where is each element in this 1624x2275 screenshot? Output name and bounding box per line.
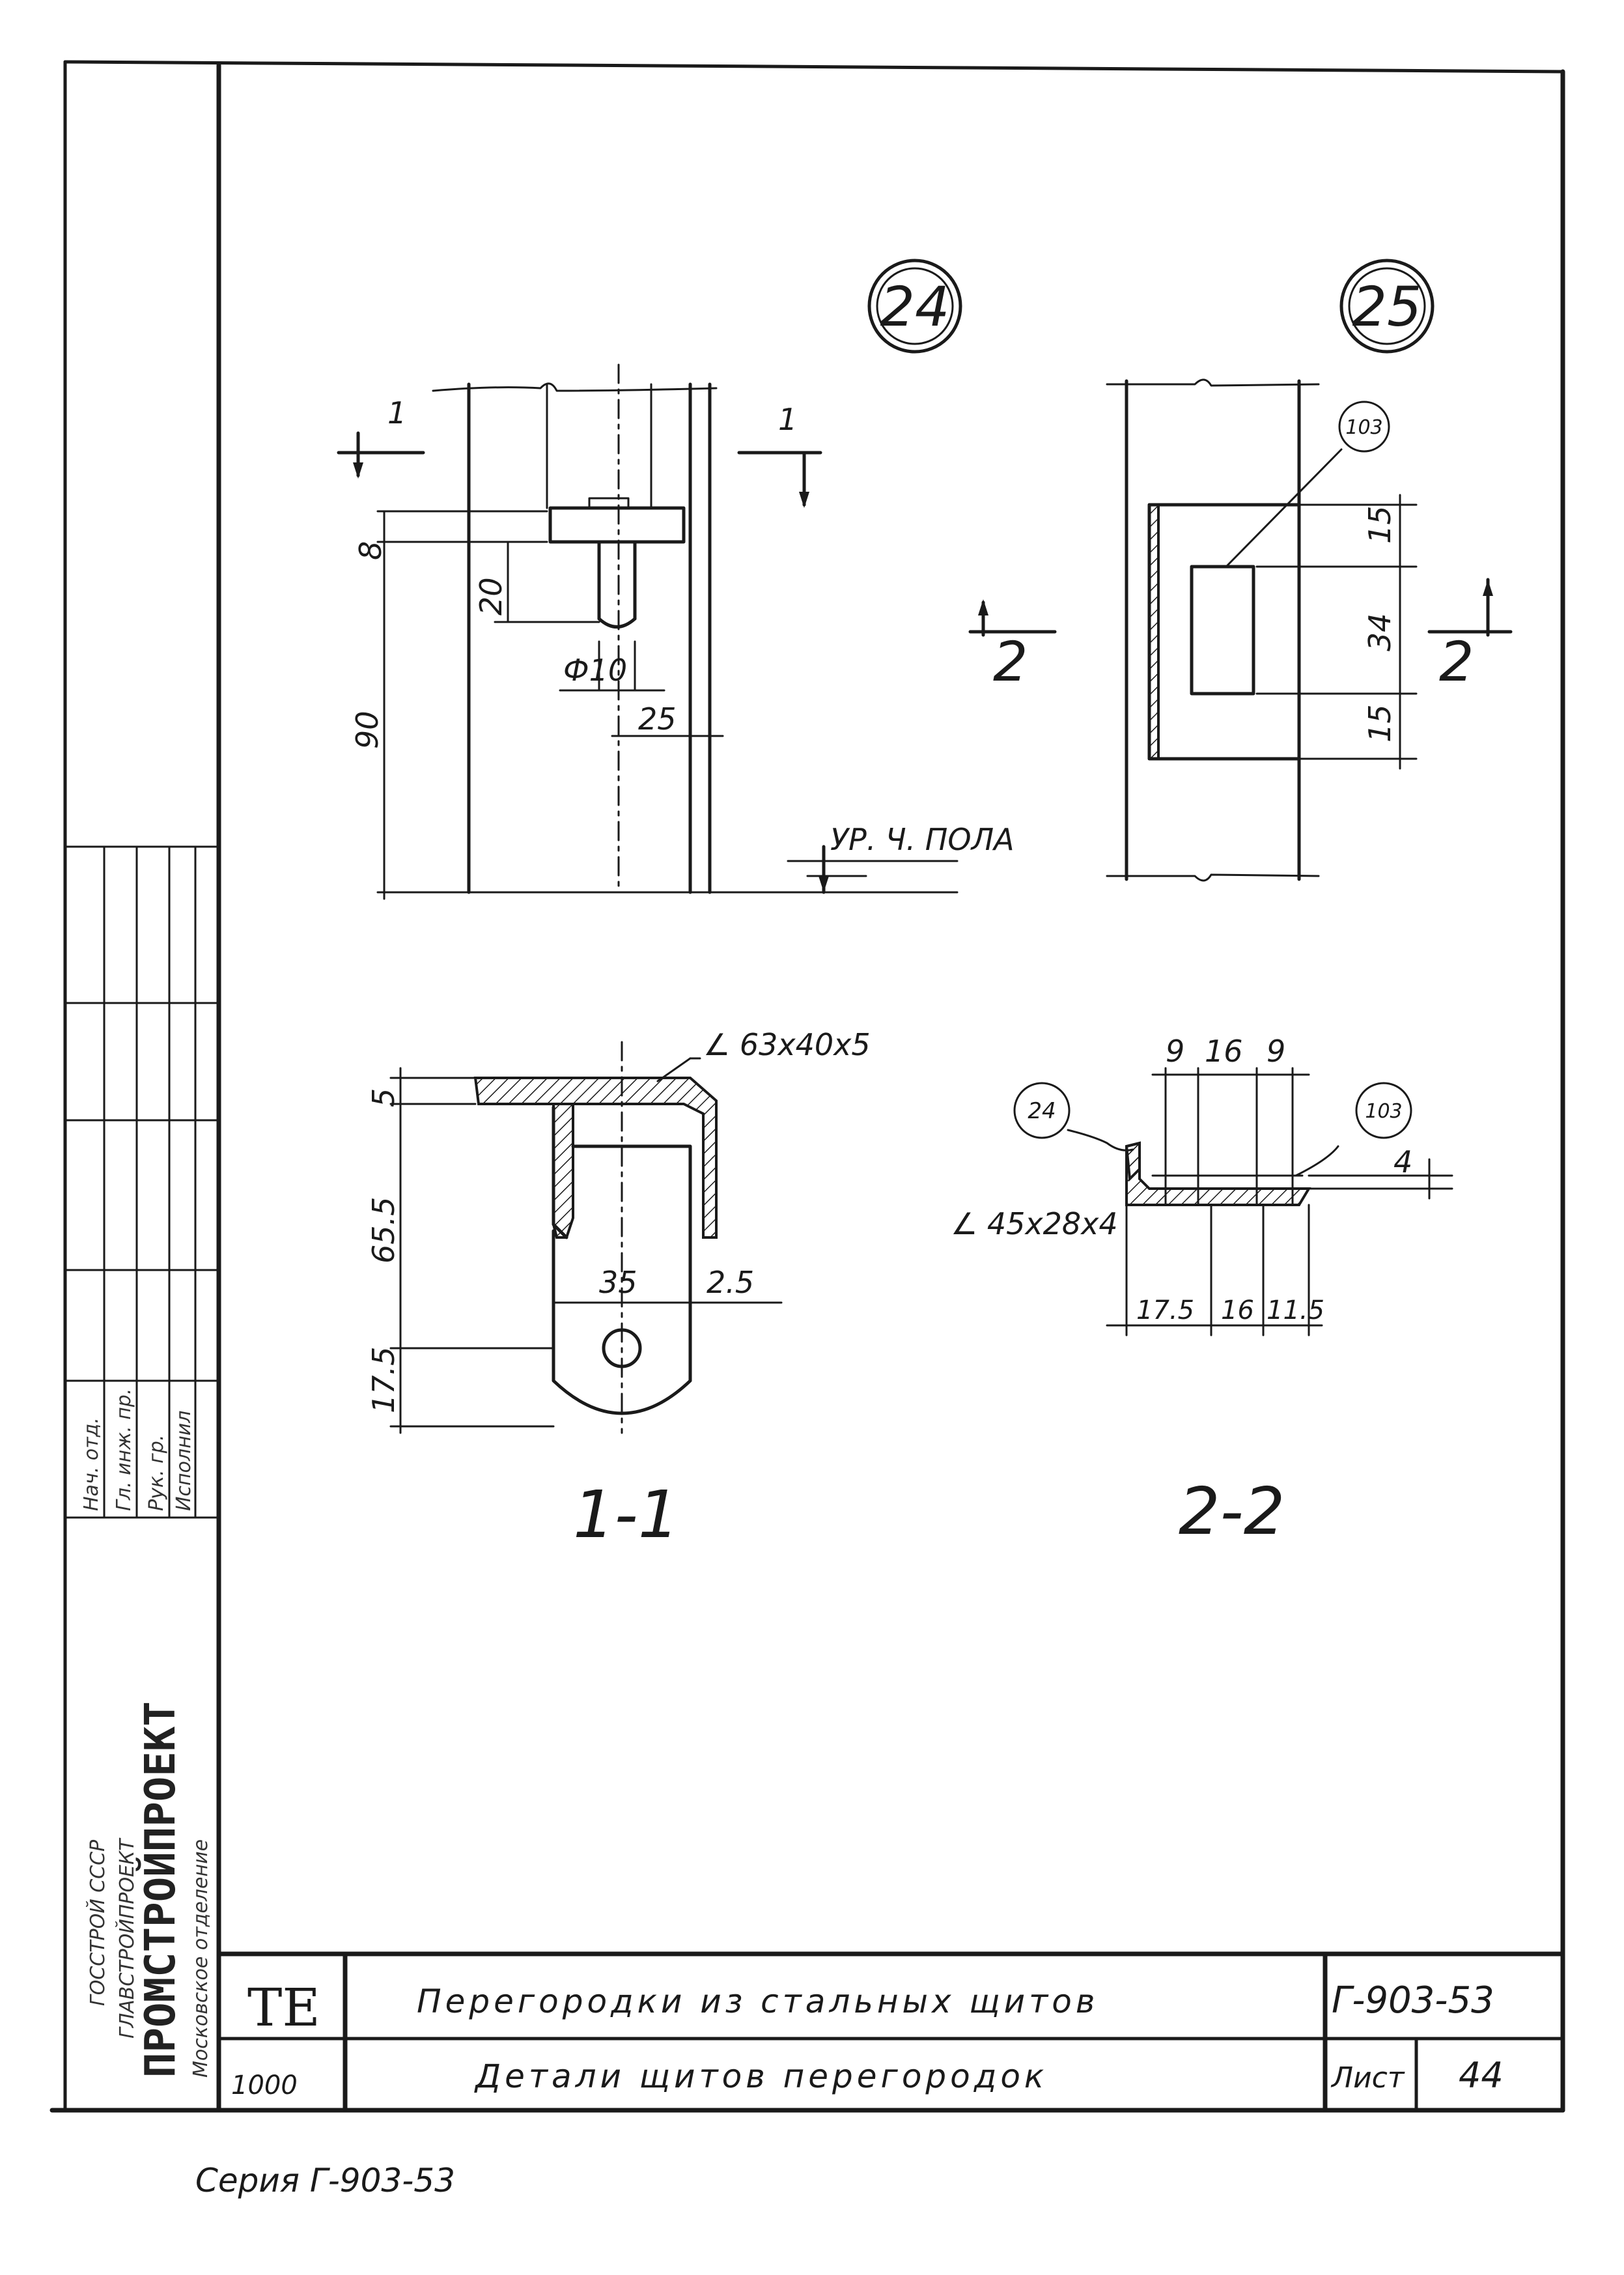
sheet-label: Лист [1330, 2061, 1405, 2095]
callout-103-circle [1338, 401, 1390, 453]
doc-number: Г-903-53 [1332, 1979, 1494, 2022]
side-role-3: Рук. гр. [145, 1435, 168, 1511]
side-org-big: ПРОМСТРОЙПРОЕКТ [135, 1701, 185, 2078]
title-line-2: Детали щитов перегородок [474, 2057, 1048, 2095]
side-role-4: Исполнил [173, 1411, 195, 1511]
side-role-1: Нач. отд. [80, 1417, 103, 1511]
side-stamp [64, 845, 220, 1519]
section-2-2-label: 2-2 [1179, 1473, 1285, 1549]
section-mark-1-left: 1 [387, 395, 406, 431]
floor-level-label: УР. Ч. ПОЛА [830, 822, 1015, 857]
detail-25-number: 25 [1352, 275, 1422, 339]
dim-22-bottom-16: 16 [1221, 1295, 1254, 1325]
footer-series-stamp: Серия Г-903-53 [195, 2162, 455, 2199]
section-mark-2-right: 2 [1439, 630, 1474, 694]
detail-25-badge [1339, 259, 1435, 354]
section-2-2-view [1067, 1067, 1453, 1336]
section-1-1-label: 1-1 [573, 1477, 679, 1553]
sheet-number: 44 [1459, 2055, 1504, 2096]
dim-11-2-5: 2.5 [707, 1265, 754, 1300]
callout-103b-number: 103 [1365, 1100, 1402, 1123]
callout-103-number: 103 [1345, 416, 1382, 439]
detail-24-number: 24 [880, 275, 950, 339]
side-org-line1: ГОССТРОЙ СССР [86, 1839, 109, 2006]
dim-11-5: 5 [366, 1088, 401, 1107]
dim-24-phi10: Ф10 [563, 653, 627, 688]
dim-24-90: 90 [350, 711, 385, 749]
dim-22-top-9b: 9 [1267, 1034, 1285, 1069]
dim-11-65-5: 65.5 [366, 1197, 401, 1264]
detail-24-view [337, 363, 959, 900]
dim-25-34: 34 [1362, 613, 1397, 651]
section-1-1-view [389, 1041, 783, 1434]
title-block [216, 1951, 1565, 2113]
title-logo-top: ТЕ [247, 1977, 320, 2038]
dim-22-top-9a: 9 [1166, 1034, 1184, 1069]
dim-22-bottom-17-5: 17.5 [1136, 1295, 1194, 1325]
dim-24-20: 20 [473, 577, 509, 615]
sheet-frame [49, 60, 1565, 2113]
side-org-line3: Московское отделение [189, 1839, 212, 2078]
dim-25-15-top: 15 [1362, 505, 1397, 544]
profile-63x40x5: ∠ 63х40х5 [703, 1027, 871, 1062]
section-mark-2-left: 2 [993, 630, 1028, 694]
dim-22-side-4: 4 [1393, 1144, 1412, 1180]
dim-24-25: 25 [638, 701, 677, 737]
detail-25-view [968, 378, 1513, 882]
callout-24-circle [1013, 1082, 1071, 1139]
dim-22-bottom-11-5: 11.5 [1267, 1295, 1324, 1325]
side-org-line2: ГЛАВСТРОЙПРОЕКТ [115, 1837, 139, 2039]
dim-11-17-5: 17.5 [366, 1347, 401, 1413]
section-mark-1-right: 1 [778, 402, 797, 437]
detail-24-badge [867, 259, 962, 354]
profile-45x28x4: ∠ 45х28х4 [951, 1206, 1118, 1241]
title-logo-bottom: 1000 [231, 2070, 298, 2100]
dim-11-35: 35 [599, 1265, 637, 1300]
title-line-1: Перегородки из стальных щитов [417, 1983, 1099, 2020]
dim-25-15-bottom: 15 [1362, 704, 1397, 742]
dim-24-8: 8 [353, 541, 388, 560]
dim-22-top-16: 16 [1205, 1034, 1243, 1069]
callout-103b-circle [1355, 1082, 1412, 1139]
side-role-2: Гл. инж. пр. [113, 1389, 135, 1511]
callout-24-number: 24 [1028, 1098, 1056, 1124]
